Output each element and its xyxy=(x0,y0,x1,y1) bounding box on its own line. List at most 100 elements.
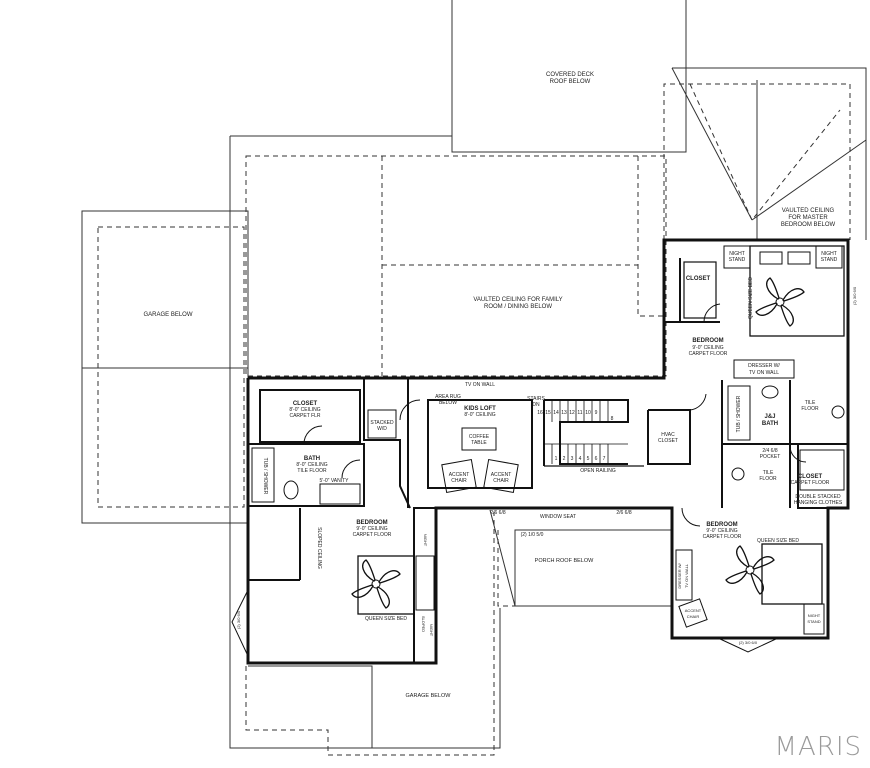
covered-deck-line1: COVERED DECK xyxy=(546,72,594,78)
maris-watermark: MARIS xyxy=(774,732,862,762)
stair-num-13: 13 xyxy=(561,410,567,416)
kids-loft-name: KIDS LOFT xyxy=(464,406,496,412)
door-size-b: 2/6 6/8 xyxy=(616,510,632,516)
jj-bath-name: J&J xyxy=(764,414,775,420)
closet-right-name: CLOSET xyxy=(798,474,823,480)
window-left: (2) 3/0 6/0 xyxy=(236,610,241,629)
stair-num-14: 14 xyxy=(553,410,559,416)
stairs-dn-2: DN xyxy=(532,402,540,408)
hvac-closet-1: HVAC xyxy=(661,432,675,438)
accent-chair-a-1: ACCENT xyxy=(449,472,470,478)
stair-num-3: 3 xyxy=(571,456,574,462)
stair-num-15: 15 xyxy=(545,410,551,416)
accent-chair-a-2: CHAIR xyxy=(451,478,467,484)
stair-num-4: 4 xyxy=(579,456,582,462)
bath-left-floor: TILE FLOOR xyxy=(297,468,327,474)
stacked-wd-2: W/D xyxy=(377,426,387,432)
stair-num-12: 12 xyxy=(569,410,575,416)
tile-floor-b-1: TILE xyxy=(763,470,774,476)
night-stand-a-2: STAND xyxy=(729,257,746,263)
master-queen-bed: QUEEN SIZE BED xyxy=(748,277,754,319)
master-dresser-2: TV ON WALL xyxy=(749,370,779,376)
window-seat: WINDOW SEAT xyxy=(540,514,576,520)
kids-loft-ceiling: 8'-0" CEILING xyxy=(464,412,495,418)
right-accent-chair-1: ACCENT xyxy=(685,608,702,613)
master-bedroom-floor: CARPET FLOOR xyxy=(689,351,728,357)
left-queen-bed: QUEEN SIZE BED xyxy=(365,616,407,622)
garage-below-bottom: GARAGE BELOW xyxy=(406,693,452,699)
right-queen-bed: QUEEN SIZE BED xyxy=(757,538,799,544)
porch-roof: PORCH ROOF BELOW xyxy=(535,558,594,564)
tub-shower-right: TUB / SHOWER xyxy=(736,395,742,432)
accent-chair-b-2: CHAIR xyxy=(493,478,509,484)
stair-num-10: 10 xyxy=(585,410,591,416)
door-size-a: 2/6 6/8 xyxy=(490,510,506,516)
left-night-stand-1: NIGHT xyxy=(423,534,428,547)
night-stand-b-1: NIGHT xyxy=(821,251,837,257)
master-closet-label: CLOSET xyxy=(686,276,711,282)
tv-on-wall: TV ON WALL xyxy=(465,382,495,388)
door-pocket-1: 2/4 6/8 xyxy=(762,448,778,454)
right-dresser-1: DRESSER W/ xyxy=(677,562,682,588)
jj-bath-label: BATH xyxy=(762,421,778,427)
vaulted-master-line2: FOR MASTER xyxy=(788,215,828,221)
tile-floor-b-2: FLOOR xyxy=(759,476,777,482)
coffee-table-1: COFFEE xyxy=(469,434,490,440)
stair-num-6: 6 xyxy=(595,456,598,462)
covered-deck-line2: ROOF BELOW xyxy=(550,79,591,85)
area-rug-1: AREA RUG xyxy=(435,394,461,400)
stair-num-16: 16 xyxy=(537,410,543,416)
tile-floor-a-1: TILE xyxy=(805,400,816,406)
master-bedroom-ceiling: 9'-0" CEILING xyxy=(692,345,723,351)
stairs-dn-1: STAIRS xyxy=(527,396,545,402)
area-rug-2: BELOW xyxy=(439,400,457,406)
window-side-master: (2) 3/0 6/0 xyxy=(852,286,857,305)
master-dresser-1: DRESSER W/ xyxy=(748,363,780,369)
vaulted-master-line3: BEDROOM BELOW xyxy=(781,222,836,228)
stair-num-11: 11 xyxy=(577,410,582,416)
window-right: (2) 3/0 6/0 xyxy=(739,640,758,645)
left-sloped-night-1: SLOPED xyxy=(421,616,426,632)
closet-right-floor: CARPET FLOOR xyxy=(791,480,830,486)
sloped-ceiling: SLOPED CEILING xyxy=(316,527,322,569)
master-bedroom-name: BEDROOM xyxy=(692,338,723,344)
bedroom-right-name: BEDROOM xyxy=(706,522,737,528)
accent-chair-b-1: ACCENT xyxy=(491,472,512,478)
stair-num-2: 2 xyxy=(563,456,566,462)
open-railing: OPEN RAILING xyxy=(580,468,616,474)
tub-shower-left: TUB / SHOWER xyxy=(262,458,268,495)
bedroom-right-floor: CARPET FLOOR xyxy=(703,534,742,540)
left-sloped-night-3: NIGHT xyxy=(429,624,434,637)
bedroom-left-ceiling: 9'-0" CEILING xyxy=(356,526,387,532)
garage-below-left: GARAGE BELOW xyxy=(143,312,192,318)
bedroom-right-ceiling: 9'-0" CEILING xyxy=(706,528,737,534)
bedroom-left-floor: CARPET FLOOR xyxy=(353,532,392,538)
stair-num-7: 7 xyxy=(603,456,606,462)
bedroom-left-name: BEDROOM xyxy=(356,520,387,526)
night-stand-b-2: STAND xyxy=(821,257,838,263)
coffee-table-2: TABLE xyxy=(471,440,487,446)
vaulted-master-line1: VAULTED CEILING xyxy=(782,208,835,214)
closet-left-ceiling: 8'-0" CEILING xyxy=(289,407,320,413)
tile-floor-a-2: FLOOR xyxy=(801,406,819,412)
right-accent-chair-2: CHAIR xyxy=(687,614,700,619)
closet-left-floor: CARPET FLR xyxy=(289,413,320,419)
right-dresser-2: TV ON WALL xyxy=(684,563,689,588)
night-stand-a-1: NIGHT xyxy=(729,251,745,257)
stair-num-9: 9 xyxy=(595,410,598,416)
right-night-1: NIGHT xyxy=(808,613,821,618)
hvac-closet-2: CLOSET xyxy=(658,438,678,444)
stair-num-1: 1 xyxy=(555,456,558,462)
vaulted-family-line1: VAULTED CEILING FOR FAMILY xyxy=(473,297,562,303)
window-size: (2) 1/0 5/0 xyxy=(521,532,544,538)
stacked-wd-1: STACKED xyxy=(370,420,394,426)
stair-num-5: 5 xyxy=(587,456,590,462)
bath-left-name: BATH xyxy=(304,456,320,462)
bath-left-ceiling: 8'-0" CEILING xyxy=(296,462,327,468)
closet-right-hanging: HANGING CLOTHES xyxy=(794,500,843,506)
vanity-label: 5'-0" VANITY xyxy=(319,478,349,484)
closet-left-name: CLOSET xyxy=(293,401,318,407)
right-night-2: STAND xyxy=(807,619,820,624)
stair-num-8: 8 xyxy=(611,416,614,422)
